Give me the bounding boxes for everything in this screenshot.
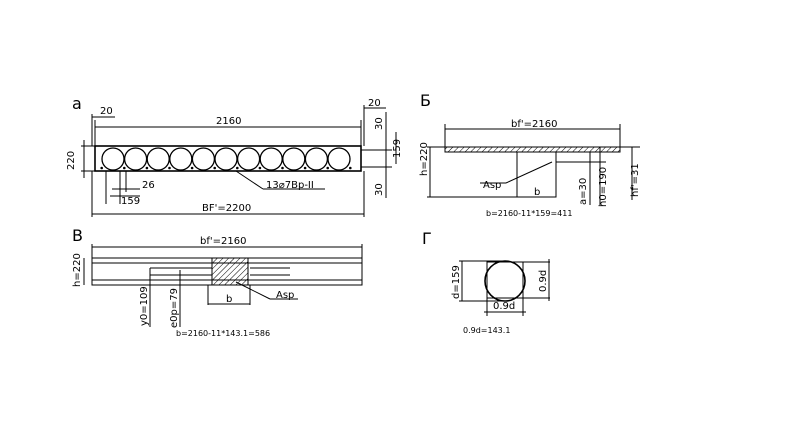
panel-a-hole [259, 147, 283, 171]
panel-a-rebar-dot [213, 166, 216, 170]
panel-a-reinforcement: 13⌀7Вр-II [266, 180, 314, 191]
panel-a-slab-section: а 2160 20 20 220 30 30 159 [66, 94, 403, 217]
panel-b-flange [444, 146, 621, 153]
panel-a-rebar-dot [349, 166, 352, 170]
panel-a-dim-overall: BF'=2200 [202, 203, 251, 214]
panel-v-dim-flange: bf'=2160 [200, 236, 246, 247]
panel-v-dim-h: h=220 [72, 253, 83, 287]
panel-a-dim-rib: 26 [142, 180, 155, 191]
panel-a-dim-height: 220 [66, 151, 77, 170]
panel-v-label-asp: Asp [276, 290, 294, 301]
panel-a-dim-right-20: 20 [368, 98, 381, 109]
panel-a-hole [327, 147, 351, 171]
panel-a-hole [191, 147, 216, 171]
panel-b-label-asp: Asp [483, 180, 501, 191]
panel-v-i-section: В bf'=2160 h=220 y0=109 e0p=79 b Asp [72, 226, 363, 338]
panel-b-dim-hf: hf'=31 [630, 163, 641, 197]
panel-v-letter: В [72, 226, 83, 245]
panel-b-dim-h: h=220 [419, 142, 430, 176]
panel-a-rebar-dot [303, 166, 307, 170]
panel-v-web [211, 257, 249, 286]
panel-a-hole [123, 147, 148, 171]
panel-v-dim-y0: y0=109 [139, 286, 150, 326]
panel-b-dim-h0: h0=190 [598, 167, 609, 207]
panel-a-rebar-dot [190, 166, 194, 170]
panel-g-dim-09d-bottom: 0.9d [493, 301, 515, 312]
panel-a-dim-30-bottom: 30 [374, 183, 385, 196]
panel-g-formula: 0.9d=143.1 [463, 326, 510, 335]
panel-a-hole [169, 147, 193, 171]
panel-a-rebar-dot [145, 166, 149, 170]
panel-b-label-b: b [534, 187, 540, 198]
panel-a-dim-hole-bottom: 159 [121, 196, 140, 207]
panel-a-rebar-dot [326, 166, 330, 170]
panel-b-letter: Б [420, 91, 431, 110]
panel-a-dim-30-top: 30 [374, 117, 385, 130]
panel-a-hole [282, 147, 306, 171]
panel-b-dim-flange: bf'=2160 [511, 119, 557, 130]
panel-g-letter: Г [422, 229, 432, 248]
panel-a-hole [304, 147, 329, 171]
panel-a-letter: а [72, 94, 82, 113]
panel-g-dim-d: d=159 [451, 265, 462, 299]
panel-a-rebar-dot [123, 166, 126, 170]
panel-a-slab-outline [94, 145, 362, 172]
panel-v-label-b: b [226, 294, 232, 305]
panel-g-hole-circle [484, 260, 526, 302]
panel-a-rebar-dot [281, 166, 284, 170]
panel-a-dim-width: 2160 [216, 116, 241, 127]
panel-a-rebar-dot [258, 166, 262, 170]
panel-a-rebar-dot [236, 166, 239, 170]
panel-v-formula: b=2160-11*143.1=586 [176, 329, 270, 338]
panel-v-dim-e0p: e0p=79 [169, 288, 180, 328]
panel-a-rebar-dot [168, 166, 171, 170]
panel-g-hole-equivalence: Г d=159 0.9d 0.9d 0.9d=143.1 [422, 229, 550, 335]
panel-b-tee-section: Б bf'=2160 h=220 Asp b a=30 h0=190 hf'=3… [419, 91, 641, 218]
panel-b-dim-a: a=30 [578, 178, 589, 205]
panel-g-dim-09d-side: 0.9d [538, 270, 549, 292]
panel-g-equivalent-square [486, 261, 524, 299]
panel-b-formula: b=2160-11*159=411 [486, 209, 572, 218]
panel-a-hole [146, 147, 170, 171]
panel-a-dim-left-20: 20 [100, 106, 113, 117]
panel-a-dim-159-right: 159 [392, 139, 403, 158]
panel-a-hole [214, 147, 238, 171]
panel-a-rebar [100, 166, 352, 170]
panel-a-rebar-dot [100, 166, 103, 170]
panel-a-hole [101, 147, 125, 171]
panel-a-hole [236, 147, 261, 171]
panel-a-holes [101, 147, 351, 171]
